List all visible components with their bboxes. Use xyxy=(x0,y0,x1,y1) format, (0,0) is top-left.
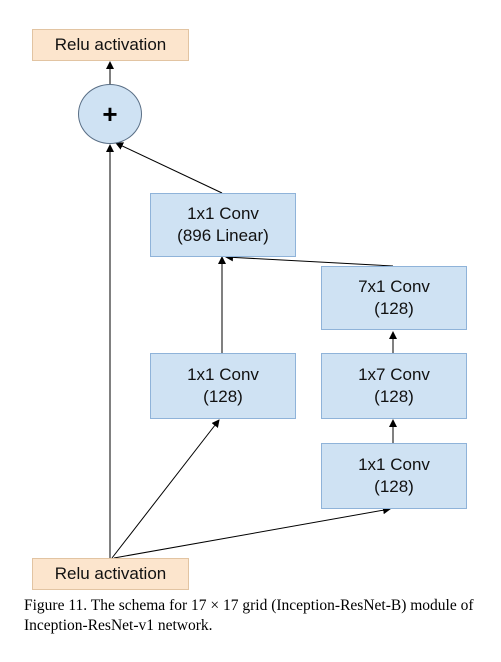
plus-symbol: + xyxy=(102,98,118,129)
conv-1x1-896-sub: (896 Linear) xyxy=(177,226,269,245)
arrow-relu-to-right1x1 xyxy=(113,506,391,559)
conv-7x1-sub: (128) xyxy=(374,299,414,318)
conv-1x1-right-sub: (128) xyxy=(374,477,414,496)
arrow-conv896-to-add xyxy=(115,142,223,194)
conv-1x1-right-box: 1x1 Conv (128) xyxy=(321,443,467,509)
add-node: + xyxy=(78,84,142,144)
conv-1x1-left-title: 1x1 Conv xyxy=(187,365,259,384)
conv-7x1-box: 7x1 Conv (128) xyxy=(321,266,467,330)
bottom-relu-box: Relu activation xyxy=(32,558,189,590)
conv-1x1-left-box: 1x1 Conv (128) xyxy=(150,353,296,419)
top-relu-label: Relu activation xyxy=(54,35,167,54)
arrow-7x1-to-conv896 xyxy=(225,253,394,267)
conv-1x7-box: 1x7 Conv (128) xyxy=(321,353,467,419)
conv-1x7-title: 1x7 Conv xyxy=(358,365,430,384)
conv-1x1-896-title: 1x1 Conv xyxy=(187,204,259,223)
bottom-relu-label: Relu activation xyxy=(54,564,167,583)
conv-7x1-title: 7x1 Conv xyxy=(358,277,430,296)
conv-1x1-896-box: 1x1 Conv (896 Linear) xyxy=(150,193,296,257)
arrow-relu-to-left1x1 xyxy=(111,419,220,559)
figure-caption: Figure 11. The schema for 17 × 17 grid (… xyxy=(24,597,474,634)
conv-1x7-sub: (128) xyxy=(374,387,414,406)
conv-1x1-left-sub: (128) xyxy=(203,387,243,406)
top-relu-box: Relu activation xyxy=(32,29,189,61)
conv-1x1-right-title: 1x1 Conv xyxy=(358,455,430,474)
